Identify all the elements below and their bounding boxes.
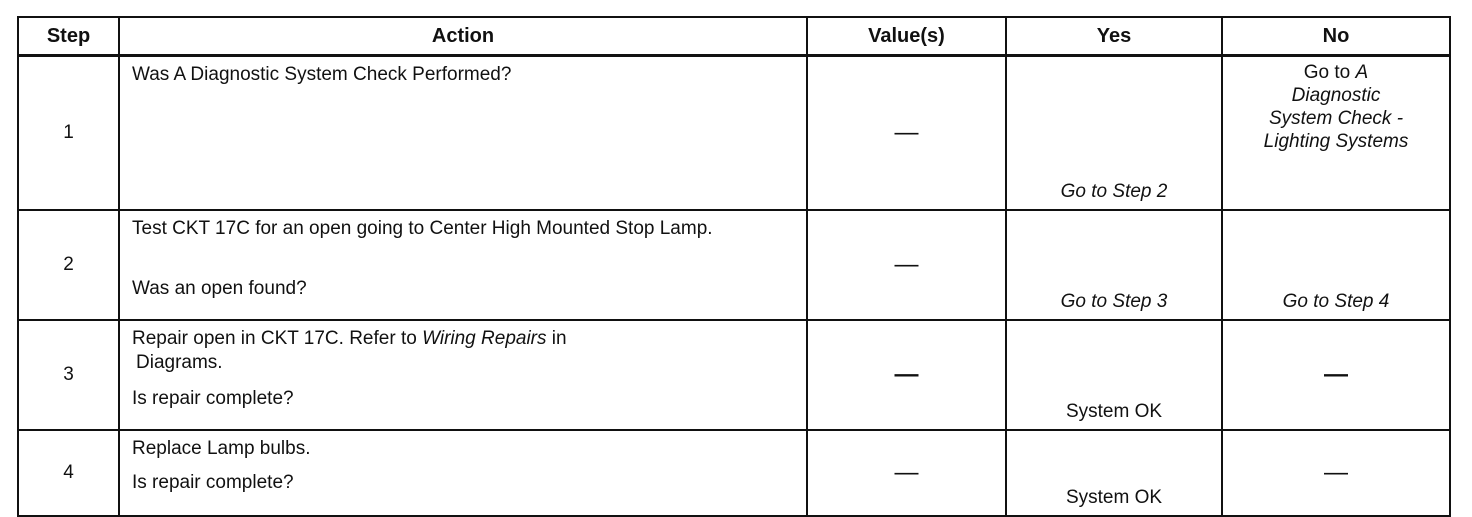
action-text-part: Repair open in CKT 17C. Refer to: [132, 328, 423, 349]
action-cell: Was A Diagnostic System Check Performed?: [118, 54, 808, 211]
value-cell: —: [806, 54, 1007, 211]
no-cell: Go to Step 4: [1221, 209, 1451, 321]
yes-cell: Go to Step 3: [1005, 209, 1223, 321]
no-line-3: System Check -: [1268, 108, 1404, 129]
no-cell: —: [1221, 319, 1451, 431]
action-question: Is repair complete?: [132, 388, 294, 409]
no-cell: Go to A Diagnostic System Check - Lighti…: [1221, 54, 1451, 211]
header-no: No: [1221, 16, 1451, 57]
step-number: 3: [17, 319, 120, 431]
action-content: Replace Lamp bulbs. Is repair complete?: [132, 437, 798, 495]
action-text-part: in: [546, 328, 567, 349]
action-content: Test CKT 17C for an open going to Center…: [132, 217, 798, 301]
wiring-repairs-reference: Wiring Repairs: [422, 328, 547, 349]
no-line-1-italic: A: [1355, 62, 1369, 83]
step-number: 1: [17, 54, 120, 211]
action-question: Was A Diagnostic System Check Performed?: [132, 64, 512, 85]
header-row: Step Action Value(s) Yes No: [17, 16, 1451, 57]
action-question: Was an open found?: [132, 278, 307, 299]
value-cell: —: [806, 319, 1007, 431]
no-goto-link: Go to Step 4: [1282, 291, 1390, 312]
step-number: 2: [17, 209, 120, 321]
no-cell: —: [1221, 429, 1451, 517]
diagnostic-table: Step Action Value(s) Yes No 1 Was A Diag…: [17, 16, 1451, 517]
yes-result: System OK: [1065, 401, 1163, 422]
value-cell: —: [806, 429, 1007, 517]
table-row: 1 Was A Diagnostic System Check Performe…: [17, 54, 1451, 211]
action-text: Test CKT 17C for an open going to Center…: [132, 218, 713, 239]
yes-cell: Go to Step 2: [1005, 54, 1223, 211]
action-text: Repair open in CKT 17C. Refer to Wiring …: [132, 327, 798, 375]
action-text: Replace Lamp bulbs.: [132, 438, 311, 459]
yes-goto-link: Go to Step 2: [1060, 181, 1168, 202]
action-cell: Replace Lamp bulbs. Is repair complete?: [118, 429, 808, 517]
yes-result: System OK: [1065, 487, 1163, 508]
no-line-1-text: Go to: [1303, 62, 1356, 83]
no-line-2: Diagnostic: [1291, 85, 1381, 106]
action-content: Repair open in CKT 17C. Refer to Wiring …: [132, 327, 798, 411]
yes-cell: System OK: [1005, 429, 1223, 517]
no-line-4: Lighting Systems: [1263, 131, 1409, 152]
no-line-1: Go to A: [1223, 61, 1449, 84]
header-action: Action: [118, 16, 808, 57]
action-cell: Test CKT 17C for an open going to Center…: [118, 209, 808, 321]
action-text-part: Diagrams.: [136, 352, 223, 373]
step-number: 4: [17, 429, 120, 517]
table-row: 4 Replace Lamp bulbs. Is repair complete…: [17, 429, 1451, 517]
action-question: Is repair complete?: [132, 472, 294, 493]
value-cell: —: [806, 209, 1007, 321]
header-step: Step: [17, 16, 120, 57]
yes-goto-link: Go to Step 3: [1060, 291, 1168, 312]
table-row: 3 Repair open in CKT 17C. Refer to Wirin…: [17, 319, 1451, 431]
yes-cell: System OK: [1005, 319, 1223, 431]
table-row: 2 Test CKT 17C for an open going to Cent…: [17, 209, 1451, 321]
header-values: Value(s): [806, 16, 1007, 57]
header-yes: Yes: [1005, 16, 1223, 57]
action-cell: Repair open in CKT 17C. Refer to Wiring …: [118, 319, 808, 431]
